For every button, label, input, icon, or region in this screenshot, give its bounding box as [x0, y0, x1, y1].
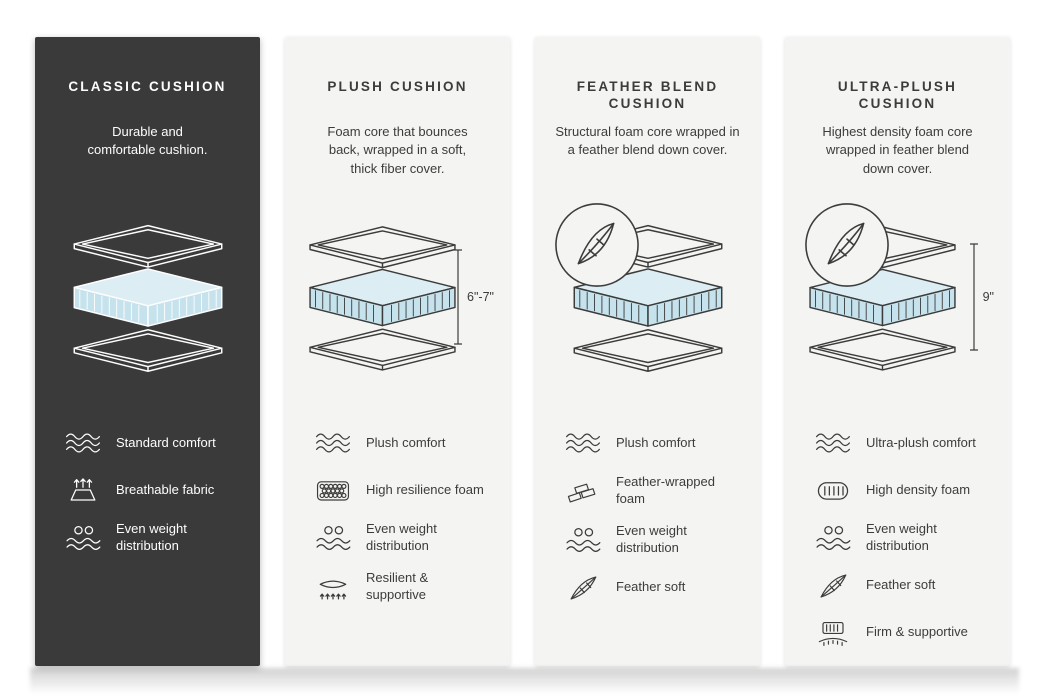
waves-icon: [813, 428, 853, 458]
resilient-icon: [313, 572, 353, 602]
feature-label: Even weight distribution: [616, 522, 687, 555]
feature-label: High resilience foam: [366, 481, 484, 497]
feature-label: Ultra-plush comfort: [866, 434, 976, 450]
feature-item: High resilience foam: [313, 474, 494, 506]
feature-label: Plush comfort: [616, 434, 696, 450]
feature-item: Even weight distribution: [563, 523, 744, 557]
panel-ultra-plush-cushion: ULTRA-PLUSH CUSHION Highest density foam…: [785, 37, 1010, 666]
feature-label: Feather-wrapped foam: [616, 474, 715, 506]
foam-bubbles-icon: [313, 475, 353, 505]
waves-icon: [313, 428, 353, 458]
dimension-line: [969, 243, 978, 351]
panel-title: PLUSH CUSHION: [327, 79, 468, 94]
feature-item: Plush comfort: [563, 427, 744, 459]
waves-icon: [563, 428, 603, 458]
feature-list: Ultra-plush comfort High density foam Ev…: [801, 427, 994, 649]
panel-description: Durable and comfortable cushion.: [87, 124, 208, 158]
feature-label: Even weight distribution: [366, 521, 437, 553]
dimension-label: 6"-7": [467, 290, 494, 304]
feature-label: High density foam: [866, 481, 971, 497]
feature-list: Plush comfort Feather-wrapped foam Even …: [551, 427, 744, 604]
feature-label: Firm & supportive: [866, 624, 968, 640]
feature-label: Feather soft: [866, 577, 936, 593]
panel-title: CLASSIC CUSHION: [68, 79, 227, 94]
breathable-fabric-icon: [63, 475, 103, 505]
feature-item: Feather soft: [563, 572, 744, 604]
feature-item: Resilient & supportive: [313, 570, 494, 604]
feather-badge-icon: [553, 201, 641, 289]
feature-item: Standard comfort: [63, 427, 244, 459]
panel-description: Structural foam core wrapped in a feathe…: [555, 124, 740, 158]
page-bottom-shadow: [30, 668, 1019, 694]
feature-label: Even weight distribution: [866, 521, 937, 553]
cushion-layers-icon: [301, 221, 464, 374]
feature-item: High density foam: [813, 474, 994, 506]
cushion-illustration: [551, 193, 744, 401]
feature-item: Even weight distribution: [313, 521, 494, 555]
feature-item: Even weight distribution: [813, 521, 994, 555]
feature-item: Feather-wrapped foam: [563, 474, 744, 508]
height-dimension: 9": [968, 243, 994, 351]
panel-description: Foam core that bounces back, wrapped in …: [327, 124, 468, 176]
cushion-illustration: 9": [801, 193, 994, 401]
feature-item: Ultra-plush comfort: [813, 427, 994, 459]
panel-title: ULTRA-PLUSH CUSHION: [837, 79, 958, 111]
panel-feather-blend-cushion: FEATHER BLEND CUSHION Structural foam co…: [535, 37, 760, 666]
panel-description: Highest density foam core wrapped in fea…: [822, 124, 973, 176]
feather-icon: [813, 571, 853, 601]
even-weight-icon: [63, 523, 103, 553]
panel-plush-cushion: PLUSH CUSHION Foam core that bounces bac…: [285, 37, 510, 666]
feature-label: Plush comfort: [366, 434, 446, 450]
firm-supportive-icon: [813, 618, 853, 648]
panel-title: FEATHER BLEND CUSHION: [576, 79, 719, 111]
feature-label: Breathable fabric: [116, 481, 215, 497]
dimension-label: 9": [982, 290, 994, 304]
feature-label: Standard comfort: [116, 434, 216, 450]
even-weight-icon: [813, 523, 853, 553]
feature-item: Feather soft: [813, 570, 994, 602]
even-weight-icon: [313, 523, 353, 553]
waves-icon: [63, 428, 103, 458]
cushion-layers-icon: [65, 221, 231, 374]
dimension-line: [454, 249, 463, 345]
even-weight-icon: [563, 525, 603, 555]
feature-item: Even weight distribution: [63, 521, 244, 555]
feather-foam-icon: [563, 476, 603, 506]
feature-label: Resilient & supportive: [366, 569, 429, 602]
height-dimension: 6"-7": [452, 249, 494, 345]
cushion-illustration: [51, 193, 244, 401]
feature-item: Firm & supportive: [813, 617, 994, 649]
feature-list: Standard comfort Breathable fabric Even …: [51, 427, 244, 555]
cushion-illustration: 6"-7": [301, 193, 494, 401]
panel-classic-cushion: CLASSIC CUSHION Durable and comfortable …: [35, 37, 260, 666]
feather-badge-icon: [803, 201, 891, 289]
feature-list: Plush comfort High resilience foam Even …: [301, 427, 494, 604]
high-density-foam-icon: [813, 475, 853, 505]
feature-label: Feather soft: [616, 579, 686, 595]
cushion-comparison-board: CLASSIC CUSHION Durable and comfortable …: [35, 37, 1010, 666]
feature-item: Breathable fabric: [63, 474, 244, 506]
feature-label: Even weight distribution: [116, 521, 187, 553]
feather-icon: [563, 573, 603, 603]
feature-item: Plush comfort: [313, 427, 494, 459]
